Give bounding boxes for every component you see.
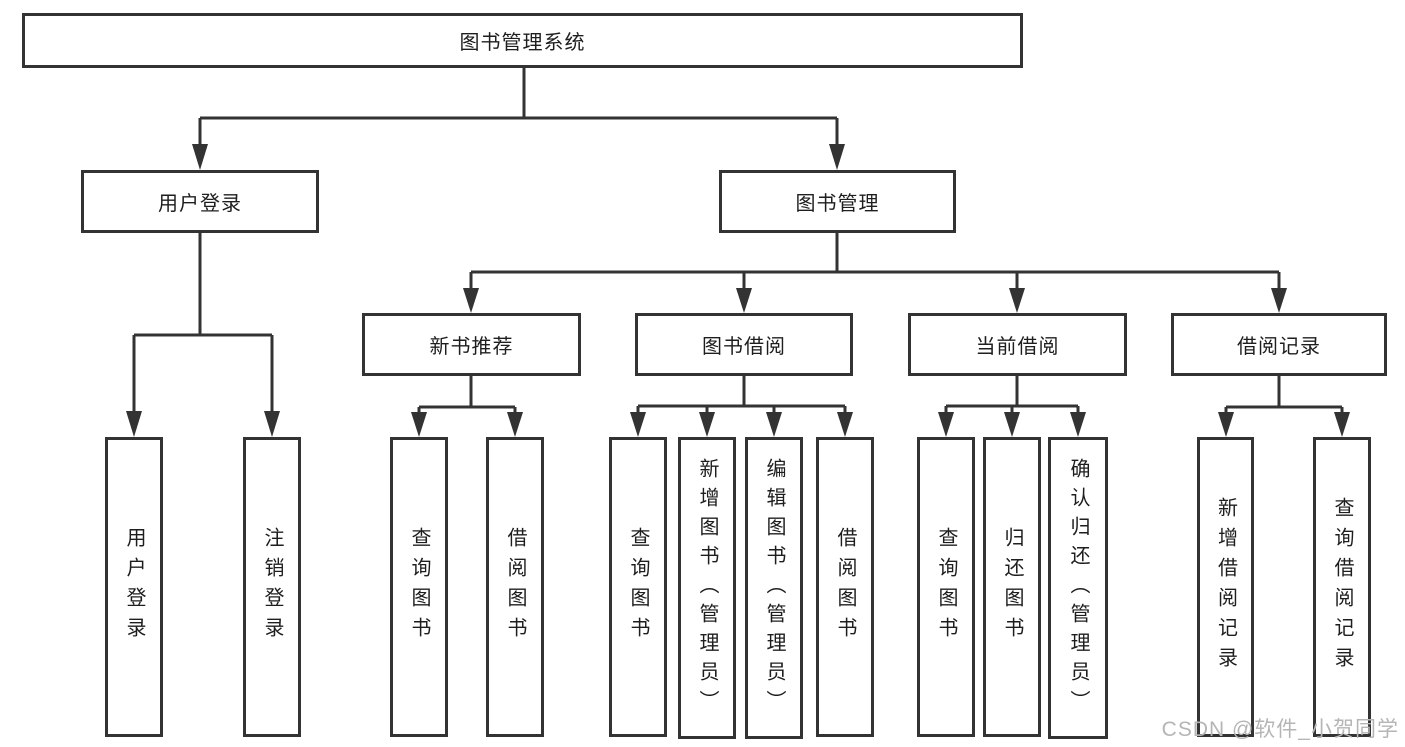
node-label: 当前借阅 xyxy=(975,336,1060,358)
node-user-login-branch: 用户登录 xyxy=(81,170,319,233)
node-label: 图书借阅 xyxy=(702,336,786,358)
node-query-books-borrow: 查询图书 xyxy=(609,437,667,737)
node-borrow-books: 借阅图书 xyxy=(816,437,874,737)
node-library-system: 图书管理系统 xyxy=(22,13,1023,68)
node-label: 归还图书 xyxy=(1001,527,1023,647)
node-label: 查询借阅记录 xyxy=(1331,497,1353,677)
node-label: 新增图书（管理员） xyxy=(696,457,718,719)
node-label: 借阅记录 xyxy=(1237,336,1321,358)
node-query-books-current: 查询图书 xyxy=(917,437,975,737)
csdn-watermark: CSDN @软件_小贺同学 xyxy=(1161,718,1399,741)
node-label: 查询图书 xyxy=(935,527,957,647)
node-label: 注销登录 xyxy=(261,527,283,647)
node-label: 图书管理系统 xyxy=(459,32,586,54)
node-label: 新增借阅记录 xyxy=(1214,497,1237,677)
node-return-books: 归还图书 xyxy=(983,437,1041,737)
node-new-book-recommendation: 新书推荐 xyxy=(362,313,581,376)
node-book-borrowing: 图书借阅 xyxy=(635,313,853,376)
node-label: 编辑图书（管理员） xyxy=(763,457,785,719)
node-label: 新书推荐 xyxy=(429,336,514,358)
node-label: 用户登录 xyxy=(123,527,145,647)
node-add-borrow-record: 新增借阅记录 xyxy=(1197,437,1254,737)
node-label: 查询图书 xyxy=(627,527,649,647)
node-borrowing-records: 借阅记录 xyxy=(1171,313,1387,376)
node-label: 图书管理 xyxy=(795,193,880,215)
node-query-borrow-record: 查询借阅记录 xyxy=(1313,437,1371,737)
node-label: 用户登录 xyxy=(158,193,242,215)
node-query-books-recommend: 查询图书 xyxy=(390,437,448,737)
node-current-borrowing: 当前借阅 xyxy=(908,313,1127,376)
node-book-management: 图书管理 xyxy=(719,170,956,233)
node-edit-books-admin: 编辑图书（管理员） xyxy=(745,437,803,739)
node-confirm-return-admin: 确认归还（管理员） xyxy=(1048,437,1108,739)
node-label: 查询图书 xyxy=(408,527,430,647)
node-add-books-admin: 新增图书（管理员） xyxy=(678,437,736,739)
node-label: 借阅图书 xyxy=(834,527,856,647)
node-user-login: 用户登录 xyxy=(105,437,163,737)
node-label: 确认归还（管理员） xyxy=(1067,457,1089,719)
node-logout: 注销登录 xyxy=(243,437,301,737)
node-borrow-books-recommend: 借阅图书 xyxy=(486,437,544,737)
node-label: 借阅图书 xyxy=(504,527,526,647)
